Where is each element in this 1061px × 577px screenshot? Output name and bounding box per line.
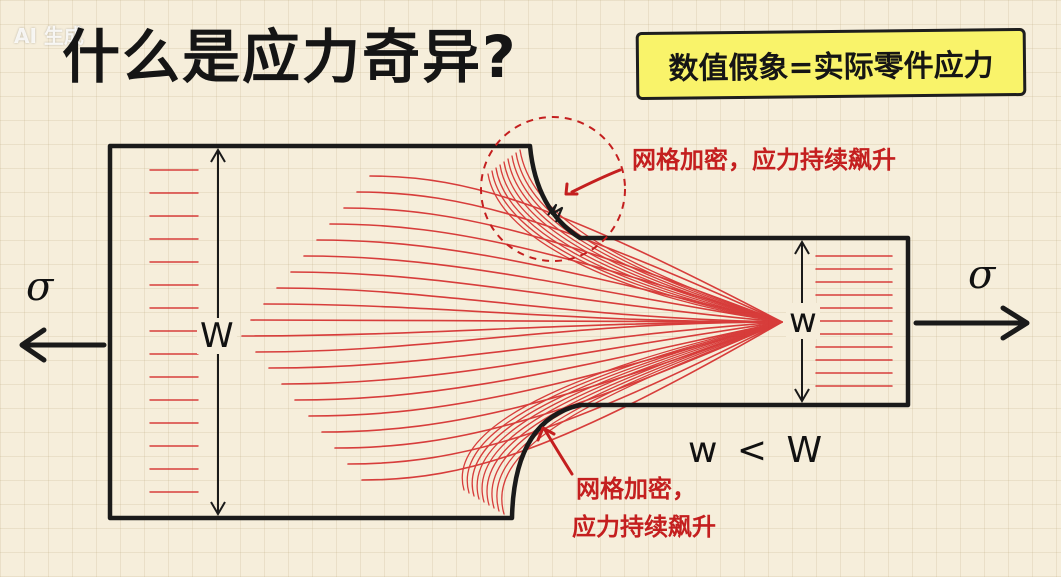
stress-flow-line — [499, 164, 783, 323]
singularity-circle — [480, 116, 626, 262]
annotation-top: 网格加密，应力持续飙升 — [632, 146, 896, 174]
stress-flow-line — [466, 321, 783, 494]
width-small-label: w — [786, 303, 820, 339]
stress-flow-line — [461, 321, 783, 491]
stress-flow-line — [294, 321, 783, 401]
stress-flow-line — [308, 321, 783, 417]
stress-flow-line — [276, 287, 783, 323]
stress-flow-line — [476, 321, 783, 500]
stress-flow-line — [255, 321, 783, 353]
annotation-bottom-line1: 网格加密， — [576, 475, 696, 503]
stress-flow-line — [334, 321, 783, 449]
stress-flow-line — [496, 321, 783, 512]
stress-flow-line — [507, 158, 783, 323]
stress-flow-line — [471, 321, 783, 497]
callout-arrow-icon — [570, 168, 622, 194]
stress-flow-line — [501, 321, 783, 515]
annotation-bottom-line2: 应力持续飙升 — [572, 513, 716, 541]
stress-flow-line — [281, 321, 783, 385]
stress-flow-line — [511, 155, 783, 323]
stress-flow-lines — [149, 149, 893, 515]
left-arrow-icon — [19, 327, 107, 363]
stress-flow-line — [369, 175, 783, 323]
stress-flow-line — [361, 321, 783, 481]
stress-flow-line — [491, 170, 783, 323]
page-title: 什么是应力奇异? — [62, 23, 518, 91]
stress-flow-line — [250, 319, 783, 323]
right-arrow-icon — [913, 305, 1030, 341]
callout-arrow-bottom — [543, 428, 574, 476]
sigma-right-label: σ — [968, 252, 996, 298]
callout-arrow-head-top — [564, 182, 579, 196]
callout-arrow-head-bottom — [536, 426, 556, 442]
stress-flow-line — [303, 255, 783, 323]
stress-flow-line — [495, 167, 783, 323]
stress-flow-line — [481, 321, 783, 503]
stress-flow-line — [268, 321, 783, 369]
stress-flow-line — [519, 149, 783, 323]
ai-generated-watermark: AI 生成 — [14, 24, 84, 48]
stress-flow-line — [241, 321, 783, 337]
stress-flow-line — [347, 321, 783, 465]
singularity-spark-icon — [547, 203, 564, 223]
sigma-left-label: σ — [26, 264, 54, 310]
stress-flow-line — [290, 271, 783, 323]
width-large-label: W — [197, 318, 237, 354]
specimen-outline — [107, 143, 911, 521]
stress-flow-line — [503, 161, 783, 323]
width-comparison: w < W — [688, 430, 827, 471]
